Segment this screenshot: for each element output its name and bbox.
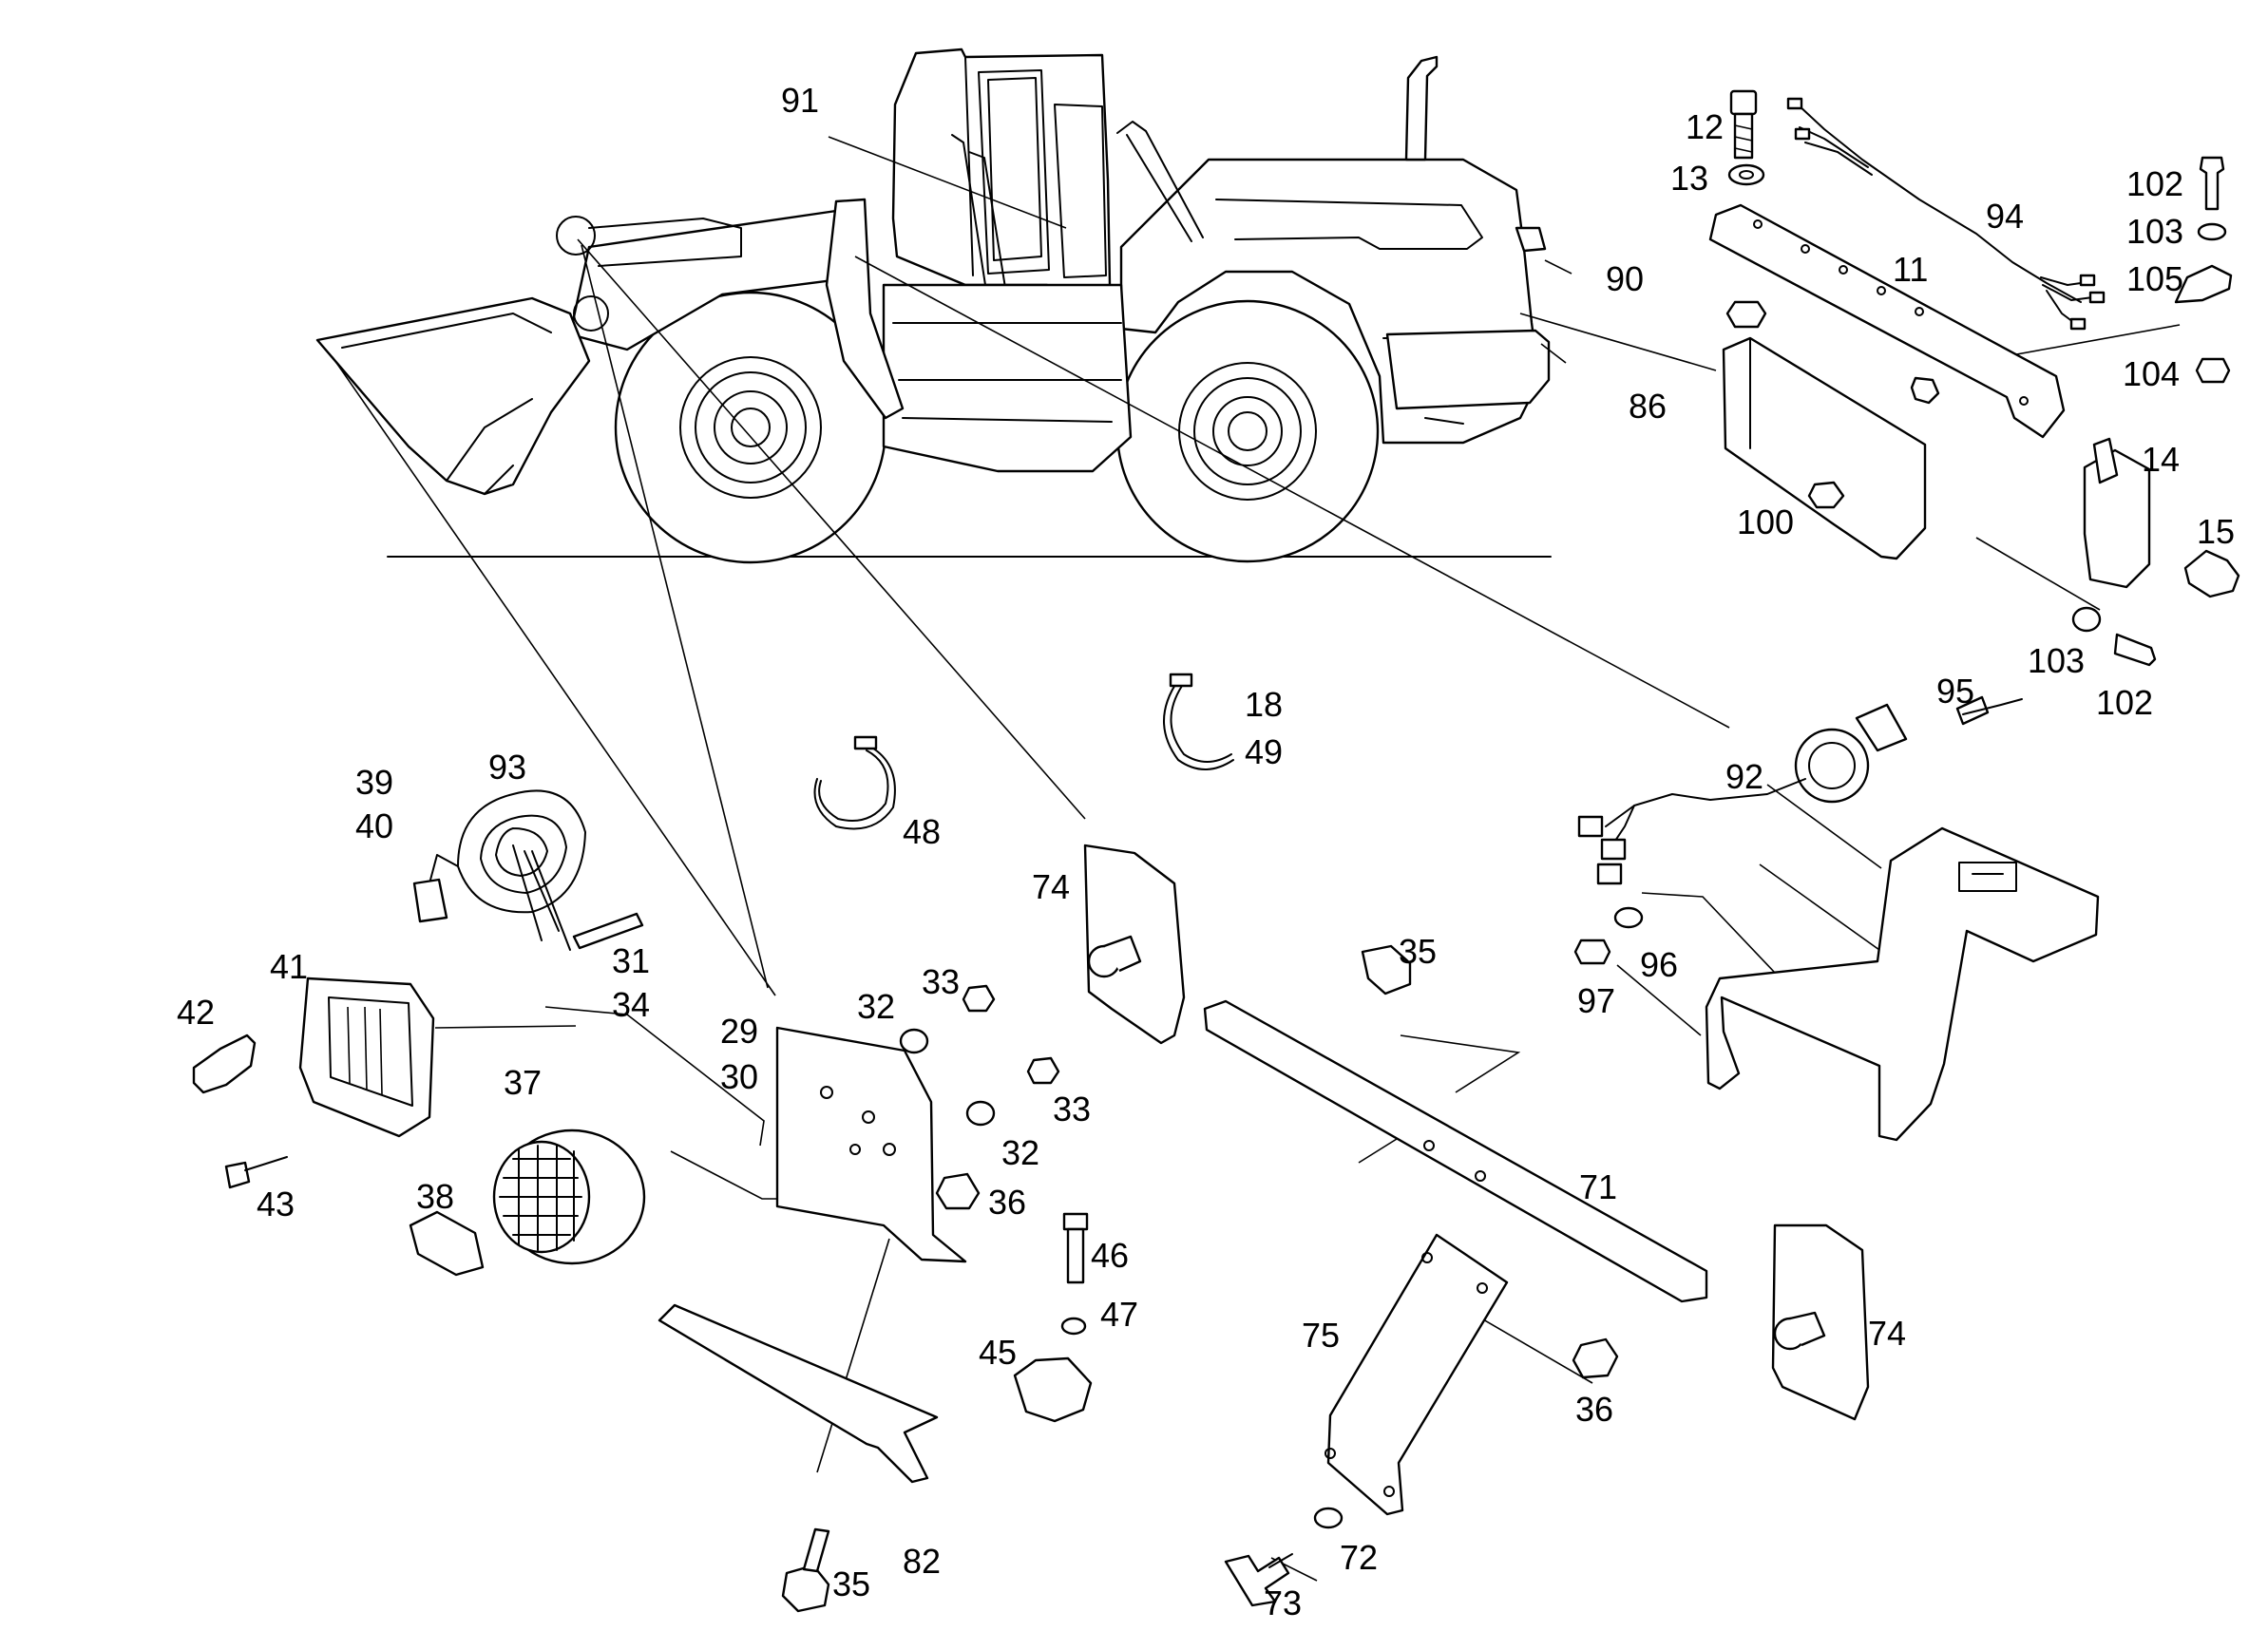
- callout-86: 86: [1629, 387, 1667, 426]
- wheel-loader-drawing: [315, 47, 1552, 564]
- callout-30: 30: [720, 1057, 758, 1096]
- callout-72: 72: [1340, 1538, 1378, 1577]
- callout-94: 94: [1986, 197, 2024, 236]
- callout-95: 95: [1936, 672, 1974, 711]
- callout-14: 14: [2142, 440, 2180, 479]
- callout-45: 45: [979, 1333, 1017, 1372]
- callout-36-left: 36: [988, 1183, 1026, 1222]
- callout-96: 96: [1640, 945, 1678, 984]
- callout-40: 40: [355, 806, 393, 845]
- callout-34: 34: [612, 985, 650, 1024]
- callout-37: 37: [504, 1063, 542, 1102]
- callout-43: 43: [257, 1185, 295, 1223]
- callout-100: 100: [1737, 503, 1794, 541]
- callout-38: 38: [416, 1177, 454, 1216]
- callout-73: 73: [1264, 1584, 1302, 1622]
- callout-97: 97: [1577, 981, 1615, 1020]
- callout-102-top: 102: [2126, 164, 2183, 203]
- callout-39: 39: [355, 763, 393, 802]
- callout-labels: 91 12 13 94 102 103 105 11 90 104 86 14 …: [177, 81, 2235, 1622]
- callout-32-upper: 32: [857, 987, 895, 1026]
- callout-103-bottom: 103: [2028, 641, 2085, 680]
- callout-32-lower: 32: [1001, 1133, 1039, 1172]
- callout-105: 105: [2126, 259, 2183, 298]
- callout-104: 104: [2123, 354, 2180, 393]
- callout-33-upper: 33: [922, 962, 960, 1001]
- callout-31: 31: [612, 941, 650, 980]
- callout-36-right: 36: [1575, 1390, 1613, 1429]
- callout-42: 42: [177, 993, 215, 1032]
- callout-18: 18: [1245, 685, 1283, 724]
- callout-35-top: 35: [1399, 932, 1437, 971]
- callout-93: 93: [488, 748, 526, 787]
- callout-74-bottom: 74: [1868, 1314, 1906, 1353]
- callout-91: 91: [781, 81, 819, 120]
- callout-75: 75: [1302, 1316, 1340, 1355]
- parts-drawings: [192, 89, 2240, 1613]
- callout-47: 47: [1100, 1295, 1138, 1334]
- callout-13: 13: [1670, 159, 1708, 198]
- callout-41: 41: [270, 947, 308, 986]
- callout-103-top: 103: [2126, 212, 2183, 251]
- callout-33-lower: 33: [1053, 1090, 1091, 1128]
- callout-102-bottom: 102: [2096, 683, 2153, 722]
- callout-90: 90: [1606, 259, 1644, 298]
- callout-74-top: 74: [1032, 867, 1070, 906]
- callout-71: 71: [1579, 1167, 1617, 1206]
- callout-29: 29: [720, 1012, 758, 1051]
- callout-15: 15: [2197, 512, 2235, 551]
- bolt-part-12: [1729, 89, 1758, 160]
- callout-35-bottom: 35: [832, 1565, 870, 1603]
- callout-11: 11: [1893, 250, 1928, 289]
- callout-48: 48: [903, 812, 941, 851]
- callout-92: 92: [1725, 757, 1763, 796]
- callout-82: 82: [903, 1542, 941, 1581]
- callout-49: 49: [1245, 732, 1283, 771]
- callout-12: 12: [1686, 107, 1724, 146]
- callout-46: 46: [1091, 1236, 1129, 1275]
